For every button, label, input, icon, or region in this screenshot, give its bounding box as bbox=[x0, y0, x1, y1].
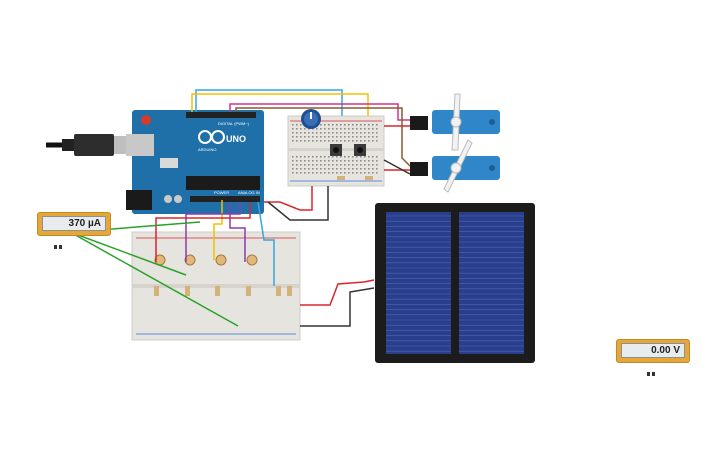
power-header-label: POWER bbox=[214, 190, 229, 195]
solar-panel[interactable] bbox=[375, 203, 535, 363]
digital-header[interactable] bbox=[186, 112, 256, 118]
solar-cell-lines bbox=[386, 215, 524, 352]
pushbutton[interactable] bbox=[330, 144, 342, 156]
usb-cable[interactable] bbox=[46, 134, 136, 156]
photoresistor[interactable] bbox=[184, 254, 196, 266]
servo-motor-top[interactable] bbox=[410, 93, 500, 151]
photoresistor[interactable] bbox=[215, 254, 227, 266]
reset-button[interactable] bbox=[141, 115, 151, 125]
voltmeter-reading: 0.00 V bbox=[621, 343, 685, 358]
voltmeter[interactable]: 0.00 V bbox=[617, 340, 689, 376]
voltmeter-terminals[interactable] bbox=[647, 363, 657, 376]
arduino-logo-icon bbox=[198, 130, 225, 144]
atmega-chip bbox=[186, 176, 260, 190]
pushbutton[interactable] bbox=[354, 144, 366, 156]
photoresistor[interactable] bbox=[246, 254, 258, 266]
arduino-uno-board[interactable]: UNO ARDUINO DIGITAL (PWM~) POWER ANALOG … bbox=[126, 110, 264, 214]
analog-header-label: ANALOG IN bbox=[238, 190, 260, 195]
ammeter-reading: 370 µA bbox=[42, 216, 106, 231]
potentiometer[interactable] bbox=[301, 109, 321, 129]
digital-header-label: DIGITAL (PWM~) bbox=[218, 121, 250, 126]
analog-power-header[interactable] bbox=[190, 196, 260, 202]
ammeter-terminals[interactable] bbox=[54, 236, 64, 249]
resistor bbox=[337, 176, 373, 180]
arduino-model-label: UNO bbox=[226, 134, 246, 144]
small-breadboard-holes-bottom[interactable] bbox=[292, 156, 378, 174]
servo-motor-bottom[interactable] bbox=[410, 139, 500, 193]
wires[interactable] bbox=[69, 89, 411, 327]
resistor bbox=[154, 286, 292, 296]
arduino-brand-label: ARDUINO bbox=[198, 147, 216, 152]
ammeter[interactable]: 370 µA bbox=[38, 213, 110, 249]
